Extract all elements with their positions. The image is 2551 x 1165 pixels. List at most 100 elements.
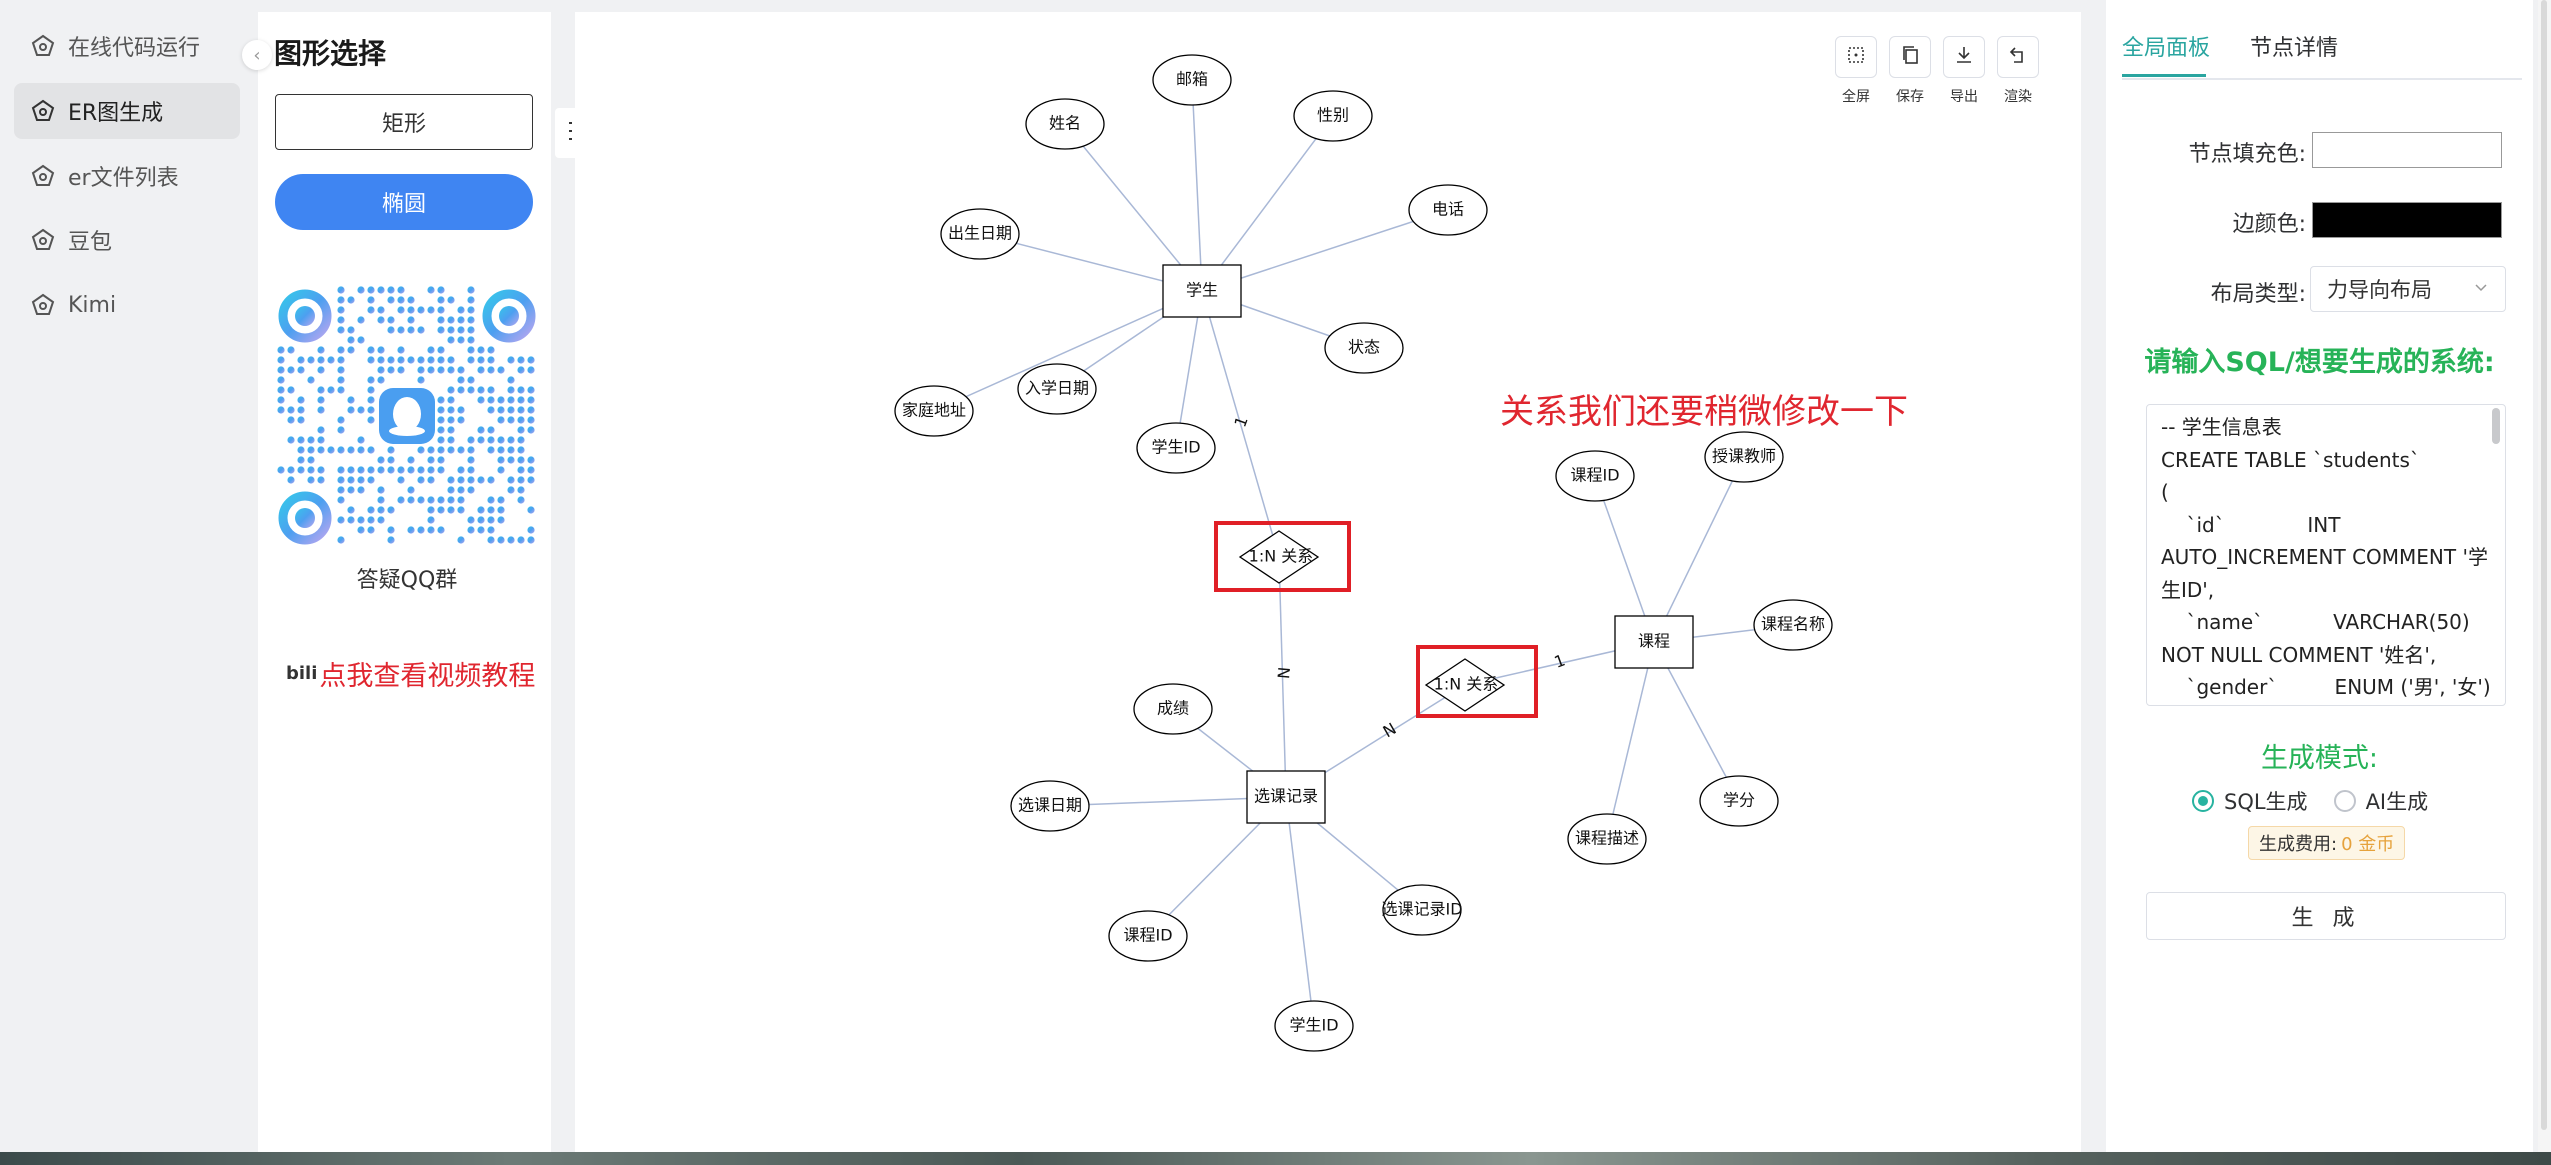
qr-dot — [417, 366, 425, 374]
qr-dot — [337, 426, 345, 434]
attr-name[interactable] — [1025, 98, 1105, 150]
qr-dot — [487, 346, 495, 354]
qr-dot — [517, 426, 525, 434]
attr-credits[interactable] — [1699, 775, 1779, 827]
tab-global-panel[interactable]: 全局面板 — [2122, 36, 2211, 61]
qr-dot — [287, 476, 295, 484]
qr-dot — [467, 306, 475, 314]
qr-dot — [397, 366, 405, 374]
entity-course[interactable] — [1614, 615, 1694, 669]
qr-dot — [447, 496, 455, 504]
ai-mode-radio[interactable] — [2333, 790, 2356, 812]
page-scrollbar-thumb[interactable] — [2541, 0, 2547, 1130]
attr-course-desc[interactable] — [1567, 813, 1647, 865]
attr-gender[interactable] — [1293, 90, 1373, 142]
attr-enroll-date[interactable] — [1017, 363, 1097, 415]
sidebar-item-er-generate[interactable]: ER图生成 — [14, 83, 240, 139]
ellipse-shape-button[interactable]: 椭圆 — [275, 174, 533, 230]
attr-phone[interactable] — [1408, 184, 1488, 236]
sidebar-item-kimi[interactable]: Kimi — [14, 277, 240, 333]
attr-email[interactable] — [1152, 54, 1232, 106]
video-tutorial-link[interactable]: bili 点我查看视频教程 — [286, 654, 535, 693]
sidebar-item-doubao[interactable]: 豆包 — [14, 212, 240, 268]
qr-dot — [457, 326, 465, 334]
qr-dot — [397, 306, 405, 314]
attr-home-address[interactable] — [894, 385, 974, 437]
attr-course-id[interactable] — [1555, 450, 1635, 502]
qr-dot — [367, 386, 375, 394]
qr-dot — [457, 316, 465, 324]
qr-dot — [447, 316, 455, 324]
fullscreen-tool[interactable]: 全屏 — [1835, 36, 1877, 106]
border-color-picker[interactable] — [2312, 202, 2502, 238]
qr-dot — [427, 466, 435, 474]
qr-dot — [317, 366, 325, 374]
entity-enrollment[interactable] — [1246, 770, 1326, 824]
attr-student-id[interactable] — [1136, 422, 1216, 474]
attr-select-date[interactable] — [1010, 780, 1090, 832]
attr-label: 课程名称 — [1761, 615, 1825, 634]
fullscreen-button[interactable] — [1835, 36, 1877, 78]
qr-dot — [437, 526, 445, 534]
export-label: 导出 — [1950, 89, 1978, 105]
fill-color-picker[interactable] — [2312, 132, 2502, 168]
qr-dot — [397, 296, 405, 304]
qr-dot — [477, 346, 485, 354]
qr-dot — [467, 286, 475, 294]
relation-student-enrollment[interactable] — [1238, 530, 1320, 584]
qr-dot — [417, 356, 425, 364]
render-tool[interactable]: 渲染 — [1997, 36, 2039, 106]
qr-dot — [337, 296, 345, 304]
rectangle-shape-button[interactable]: 矩形 — [275, 94, 533, 150]
qr-dot — [357, 486, 365, 494]
sql-mode-label[interactable]: SQL生成 — [2224, 790, 2308, 814]
attr-record-id[interactable] — [1382, 884, 1462, 936]
qr-dot — [337, 466, 345, 474]
render-button[interactable] — [1997, 36, 2039, 78]
sidebar-item-online-code[interactable]: 在线代码运行 — [14, 18, 240, 74]
ai-mode-label[interactable]: AI生成 — [2365, 790, 2429, 814]
border-color-label: 边颜色: — [2232, 212, 2306, 237]
qr-dot — [407, 316, 415, 324]
qr-dot — [457, 336, 465, 344]
qr-dot — [467, 326, 475, 334]
qr-dot — [487, 446, 495, 454]
cardinality-label: 1 — [1552, 650, 1568, 671]
sidebar-item-er-files[interactable]: er文件列表 — [14, 148, 240, 204]
qr-dot — [447, 356, 455, 364]
attr-birthdate[interactable] — [940, 208, 1020, 260]
attr-grade[interactable] — [1133, 683, 1213, 735]
relation-course-enrollment[interactable] — [1424, 658, 1506, 712]
tab-node-details[interactable]: 节点详情 — [2250, 36, 2339, 61]
qr-dot — [317, 396, 325, 404]
sql-input[interactable]: -- 学生信息表 CREATE TABLE `students` ( `id` … — [2146, 404, 2506, 706]
sql-mode-radio[interactable] — [2192, 790, 2214, 812]
er-canvas[interactable]: 邮箱 姓名 性别 电话 出生日期 状态 入学日期 家庭地址 学生ID 课程ID … — [575, 12, 2081, 1152]
layout-type-select[interactable]: 力导向布局 — [2310, 266, 2506, 312]
sql-scrollbar[interactable] — [2492, 408, 2500, 444]
attr-course-name[interactable] — [1753, 599, 1833, 651]
qr-dot — [437, 436, 445, 444]
attr-course-id[interactable] — [1108, 910, 1188, 962]
attr-teacher[interactable] — [1704, 431, 1784, 483]
sidebar-item-label: er文件列表 — [68, 166, 179, 191]
qr-dot — [447, 336, 455, 344]
qr-dot — [287, 416, 295, 424]
generate-button[interactable]: 生 成 — [2146, 892, 2506, 940]
collapse-sidebar-button[interactable]: ‹ — [242, 40, 272, 70]
qr-dot — [447, 446, 455, 454]
save-tool[interactable]: 保存 — [1889, 36, 1931, 106]
attr-status[interactable] — [1324, 322, 1404, 374]
qr-dot — [387, 456, 395, 464]
qr-dot — [447, 396, 455, 404]
save-button[interactable] — [1889, 36, 1931, 78]
qr-dot — [487, 516, 495, 524]
export-button[interactable] — [1943, 36, 1985, 78]
entity-student[interactable] — [1162, 264, 1242, 318]
attr-student-id[interactable] — [1274, 1000, 1354, 1052]
qr-dot — [347, 406, 355, 414]
qr-dot — [317, 426, 325, 434]
relation-label: 1:N 关系 — [1249, 547, 1314, 566]
qr-dot — [487, 426, 495, 434]
export-tool[interactable]: 导出 — [1943, 36, 1985, 106]
